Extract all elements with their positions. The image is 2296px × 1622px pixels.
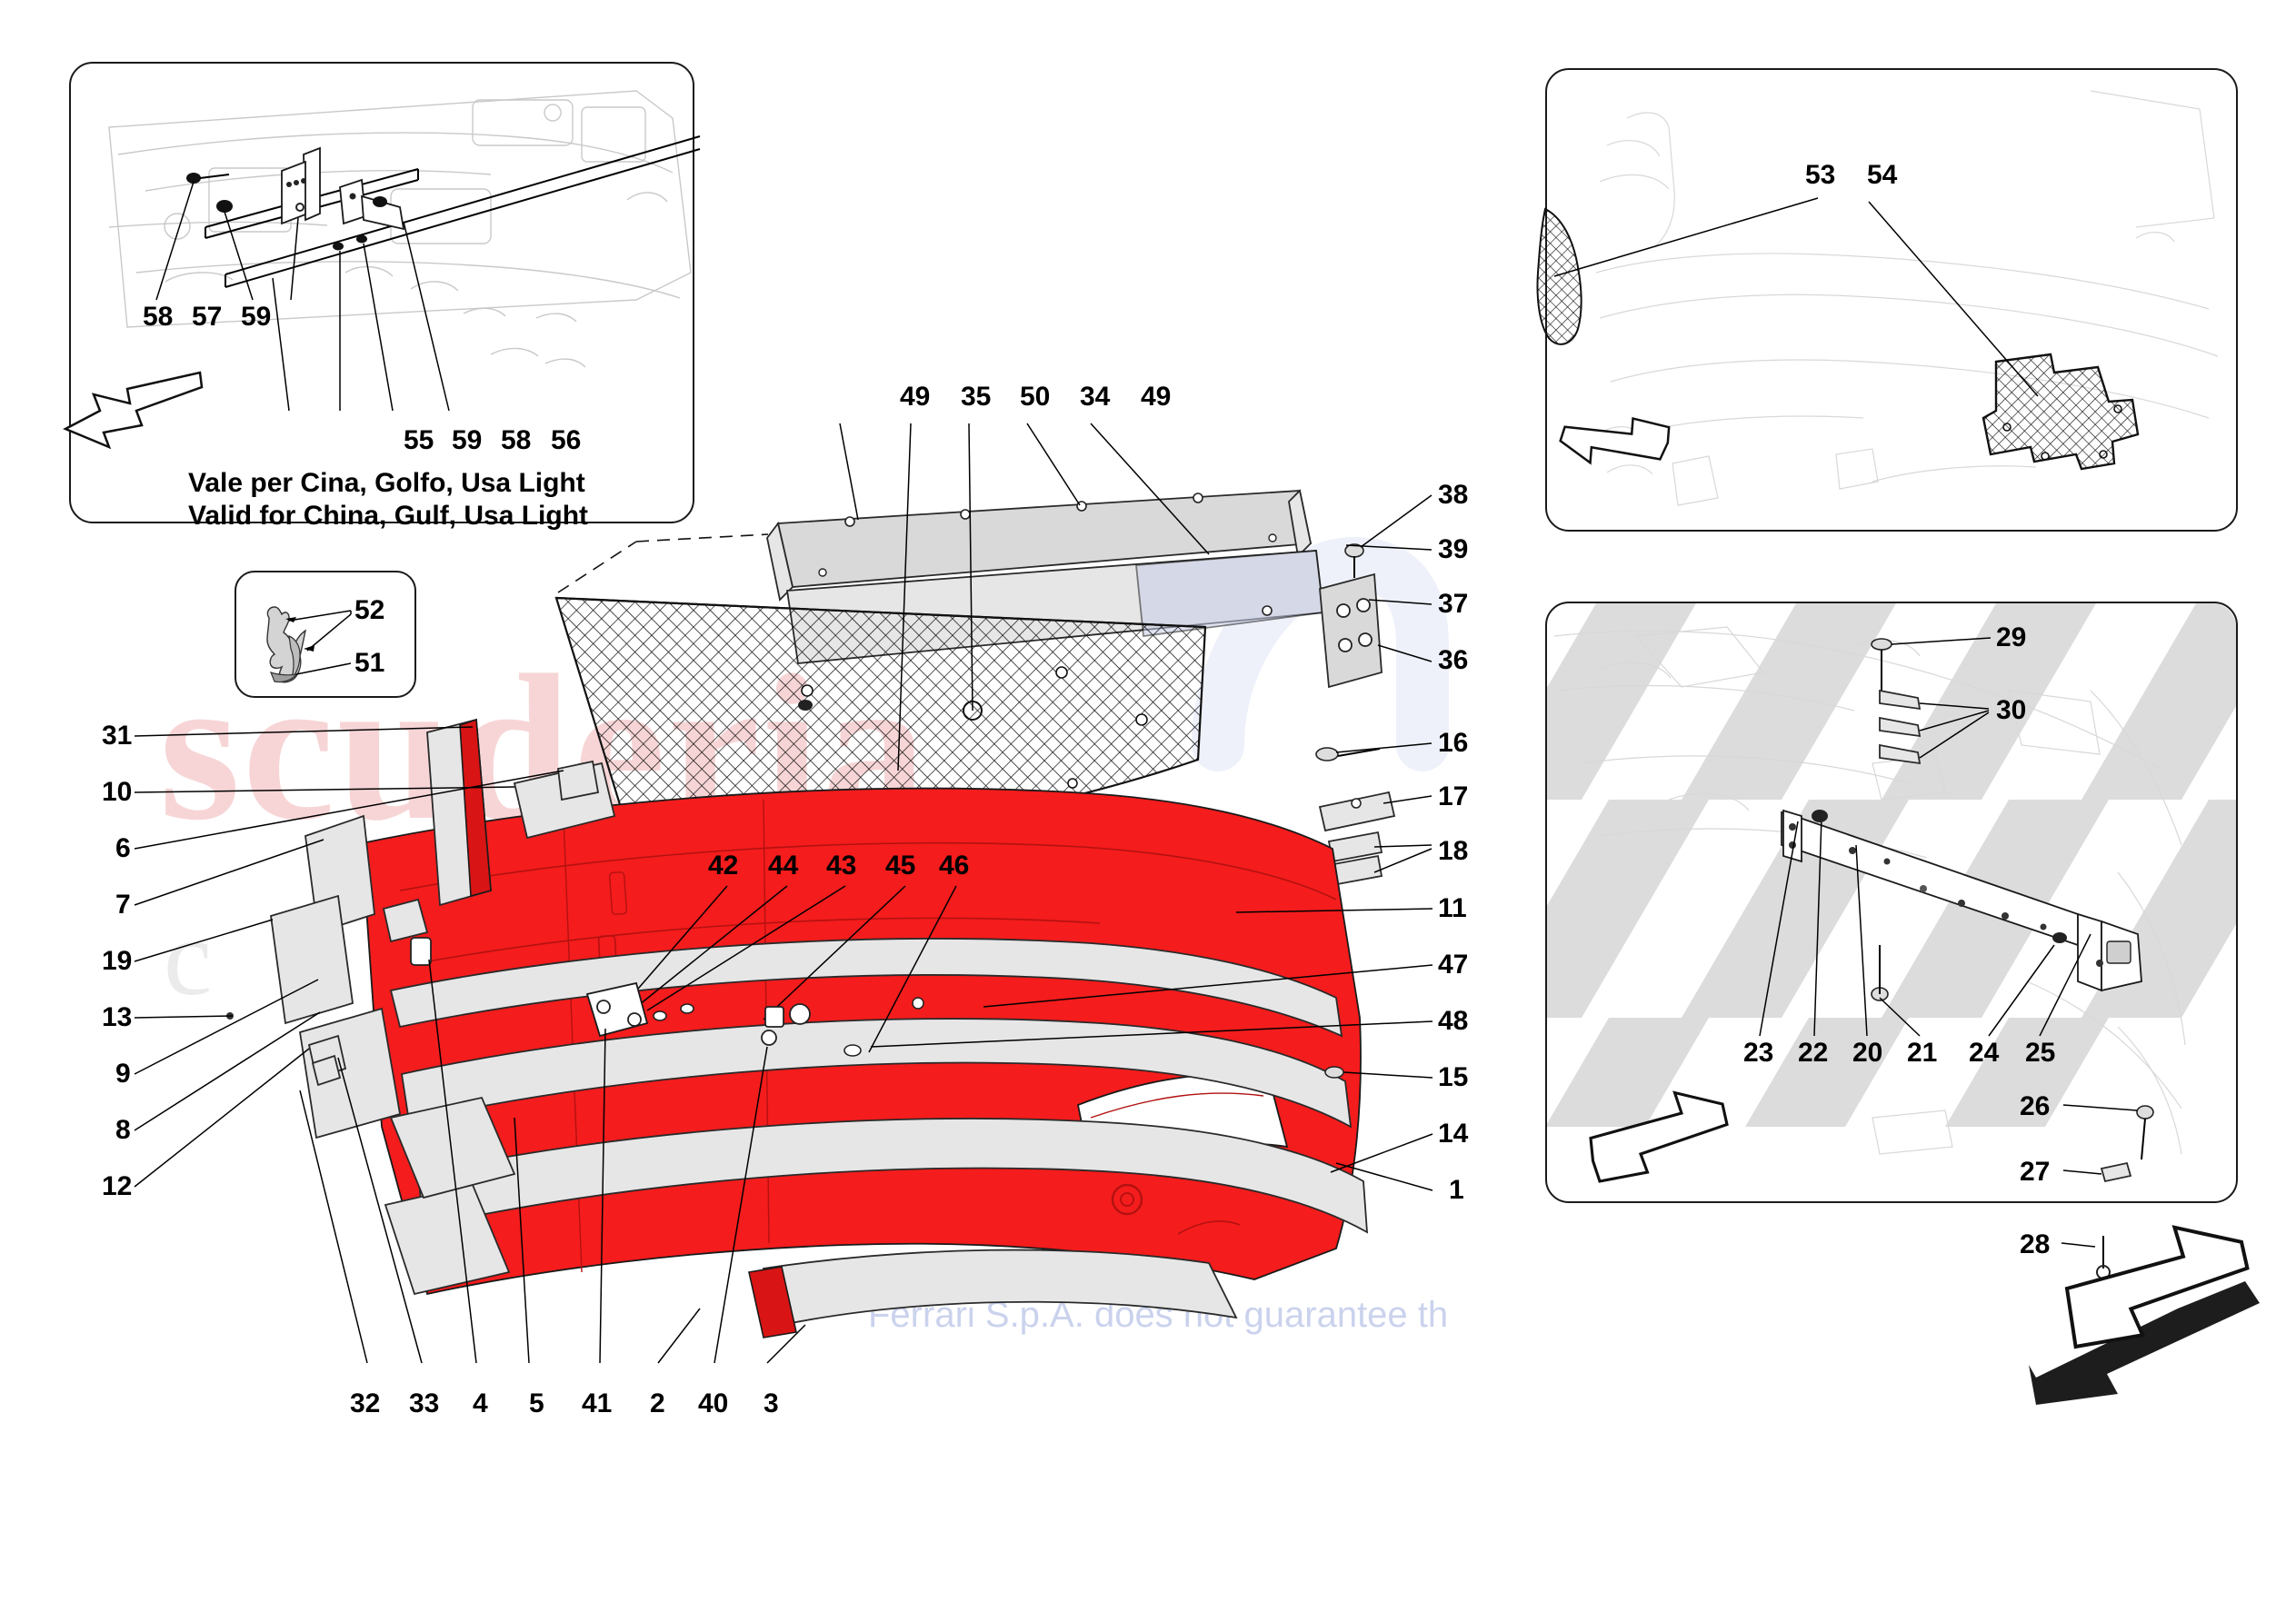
main-callout-37: 37 [1438,589,1469,619]
crossmember-beam [1781,809,2142,992]
inset-tl-callout-58b: 58 [501,425,532,455]
fastener-21 [1871,945,1889,1001]
main-callout-40: 40 [698,1388,729,1418]
main-callout-31: 31 [102,721,133,751]
lower-splitter [389,938,1369,1234]
main-callout-46: 46 [939,851,970,881]
inset-top-left-arrow [63,371,204,450]
inset-badge-callout-51: 51 [354,648,385,678]
main-callout-44: 44 [768,851,799,881]
inset-br-callout-25: 25 [2025,1038,2056,1068]
main-callout-5: 5 [529,1388,544,1418]
inset-br-callout-30: 30 [1996,695,2027,725]
inset-tl-callout-57: 57 [192,302,223,332]
screw-29 [1871,637,1992,691]
main-callout-19: 19 [102,946,133,976]
main-callout-49a: 49 [900,382,931,412]
main-callout-7: 7 [115,890,131,920]
main-callout-12: 12 [102,1171,133,1201]
inset-tr-callout-53: 53 [1805,160,1836,190]
inset-bottom-right-arrow [1589,1090,1729,1183]
main-callout-6: 6 [115,833,131,863]
inset-tl-callout-58: 58 [143,302,174,332]
inset-br-callout-29: 29 [1996,622,2027,652]
mesh-part-large [1982,353,2140,471]
inset-br-callout-21: 21 [1907,1038,1938,1068]
main-callout-49b: 49 [1141,382,1172,412]
inset-tl-callout-59: 59 [241,302,272,332]
main-callout-18: 18 [1438,836,1469,866]
inset-br-callout-20: 20 [1852,1038,1883,1068]
fastener-27 [2062,1161,2132,1183]
inset-tl-callout-59b: 59 [452,425,483,455]
inset-br-callout-22: 22 [1798,1038,1829,1068]
main-callout-3: 3 [764,1388,779,1418]
main-callout-13: 13 [102,1002,133,1032]
checkered-flag-background [1547,603,2236,1127]
left-side-parts [226,718,616,1139]
inset-tl-caption-en: Valid for China, Gulf, Usa Light [188,501,589,531]
main-callout-38: 38 [1438,480,1469,510]
fastener-26 [2062,1104,2154,1160]
inset-tl-callout-55: 55 [404,425,434,455]
main-callout-42: 42 [708,851,739,881]
main-callout-35: 35 [961,382,992,412]
main-callout-43: 43 [826,851,857,881]
inset-br-callout-28: 28 [2020,1229,2051,1259]
inset-top-right-arrow [1559,416,1671,465]
main-callout-10: 10 [102,777,133,807]
mesh-part-small [1536,207,1582,345]
inset-br-callout-23: 23 [1743,1038,1774,1068]
main-callout-17: 17 [1438,781,1469,811]
bottom-lip [384,1096,1238,1338]
bracket-36-39 [1319,543,1383,689]
main-callout-2: 2 [650,1388,665,1418]
inset-tl-caption-it: Vale per Cina, Golfo, Usa Light [188,468,585,498]
inset-br-callout-26: 26 [2020,1091,2051,1121]
clips-30 [1879,689,1990,765]
inset-tr-callout-54: 54 [1867,160,1898,190]
inset-badge-callout-52: 52 [354,595,385,625]
main-callout-1: 1 [1449,1175,1464,1205]
main-callout-4: 4 [473,1388,488,1418]
main-callout-15: 15 [1438,1062,1469,1092]
inset-tl-callout-56: 56 [551,425,582,455]
main-callout-50: 50 [1020,382,1051,412]
main-callout-47: 47 [1438,950,1469,980]
main-callout-45: 45 [885,851,916,881]
main-callout-34: 34 [1080,382,1111,412]
inset-panel-badge [235,571,416,698]
main-callout-48: 48 [1438,1006,1469,1036]
main-callout-16: 16 [1438,728,1469,758]
main-callout-11: 11 [1438,893,1467,923]
upper-grille-frame [766,489,1313,602]
main-callout-36: 36 [1438,645,1469,675]
main-callout-14: 14 [1438,1119,1469,1149]
prancing-horse-icon [266,606,307,683]
inset-br-callout-24: 24 [1969,1038,2000,1068]
main-callout-8: 8 [115,1115,131,1145]
main-callout-9: 9 [115,1059,131,1089]
main-callout-33: 33 [409,1388,440,1418]
page-orientation-arrow [2029,1225,2260,1405]
main-callout-39: 39 [1438,534,1469,564]
fastener-stack-16-18 [1315,747,1396,887]
main-callout-41: 41 [582,1388,613,1418]
inset-panel-top-left [69,62,694,523]
inset-br-callout-27: 27 [2020,1157,2051,1187]
main-callout-32: 32 [350,1388,381,1418]
